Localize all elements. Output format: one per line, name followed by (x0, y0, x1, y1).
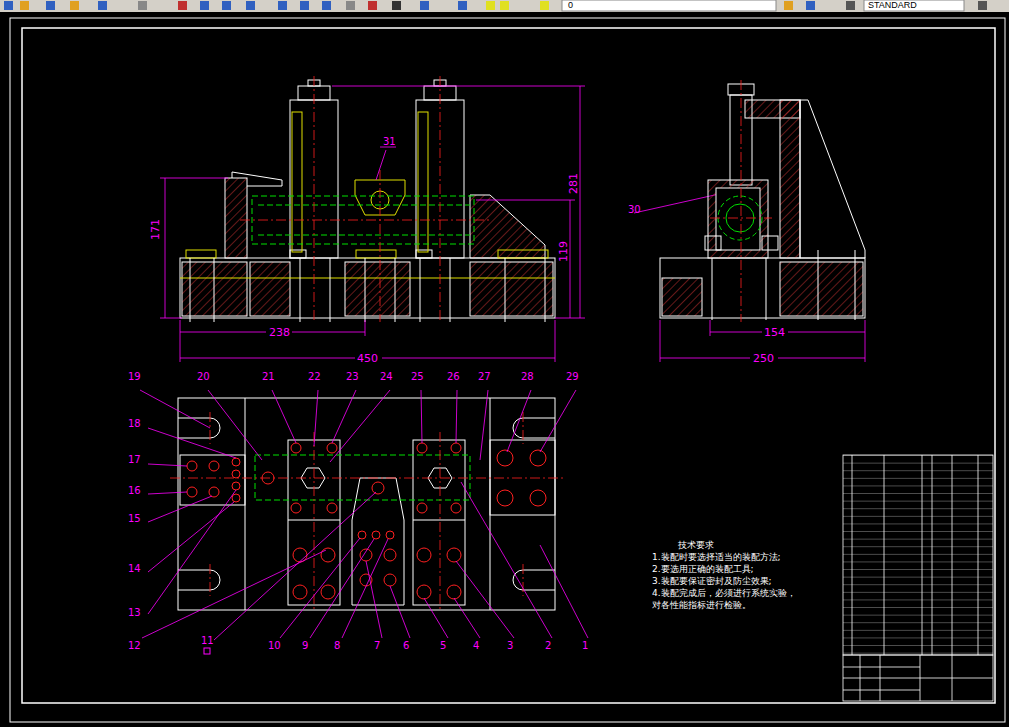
callout-number: 27 (478, 372, 491, 382)
dimension-value: 238 (269, 327, 290, 338)
callout-number: 5 (440, 641, 446, 651)
callout-number: 21 (262, 372, 275, 382)
callout-number: 24 (380, 372, 393, 382)
dimension-value: 154 (764, 327, 785, 338)
callout-number: 26 (447, 372, 460, 382)
callout-number: 28 (521, 372, 534, 382)
dimension-value: 171 (150, 219, 161, 240)
technical-note: 技术要求 (678, 541, 714, 550)
toolbar-text: 0 (568, 1, 573, 10)
callout-number: 7 (374, 641, 380, 651)
callout-number: 12 (128, 641, 141, 651)
callout-number: 18 (128, 419, 141, 429)
callout-number: 2 (545, 641, 551, 651)
technical-note: 3.装配要保证密封及防尘效果; (652, 577, 772, 586)
callout-number: 16 (128, 486, 141, 496)
callout-number: 11 (201, 636, 214, 646)
callout-number: 8 (334, 641, 340, 651)
toolbar-text: STANDARD (868, 1, 917, 10)
callout-number: 9 (302, 641, 308, 651)
dimension-value: 450 (357, 353, 378, 364)
callout-number: 1 (582, 641, 588, 651)
dimension-value: 281 (568, 173, 579, 194)
callout-number: 3 (507, 641, 513, 651)
dimension-value: 250 (753, 353, 774, 364)
callout-number: 20 (197, 372, 210, 382)
technical-note: 1.装配时要选择适当的装配方法; (652, 553, 781, 562)
technical-note: 对各性能指标进行检验。 (652, 601, 751, 610)
callout-number: 29 (566, 372, 579, 382)
callout-number: 19 (128, 372, 141, 382)
callout-number: 10 (268, 641, 281, 651)
technical-note: 2.要选用正确的装配工具; (652, 565, 754, 574)
callout-number: 6 (403, 641, 409, 651)
callout-number: 30 (628, 205, 641, 215)
callout-number: 17 (128, 455, 141, 465)
callout-number: 23 (346, 372, 359, 382)
callout-number: 14 (128, 564, 141, 574)
callout-number: 13 (128, 608, 141, 618)
technical-note: 4.装配完成后，必须进行系统实验， (652, 589, 796, 598)
dimension-value: 119 (558, 241, 569, 262)
callout-number: 15 (128, 514, 141, 524)
callout-number: 25 (411, 372, 424, 382)
callout-number: 22 (308, 372, 321, 382)
callout-number: 31 (383, 137, 396, 147)
callout-number: 4 (473, 641, 479, 651)
